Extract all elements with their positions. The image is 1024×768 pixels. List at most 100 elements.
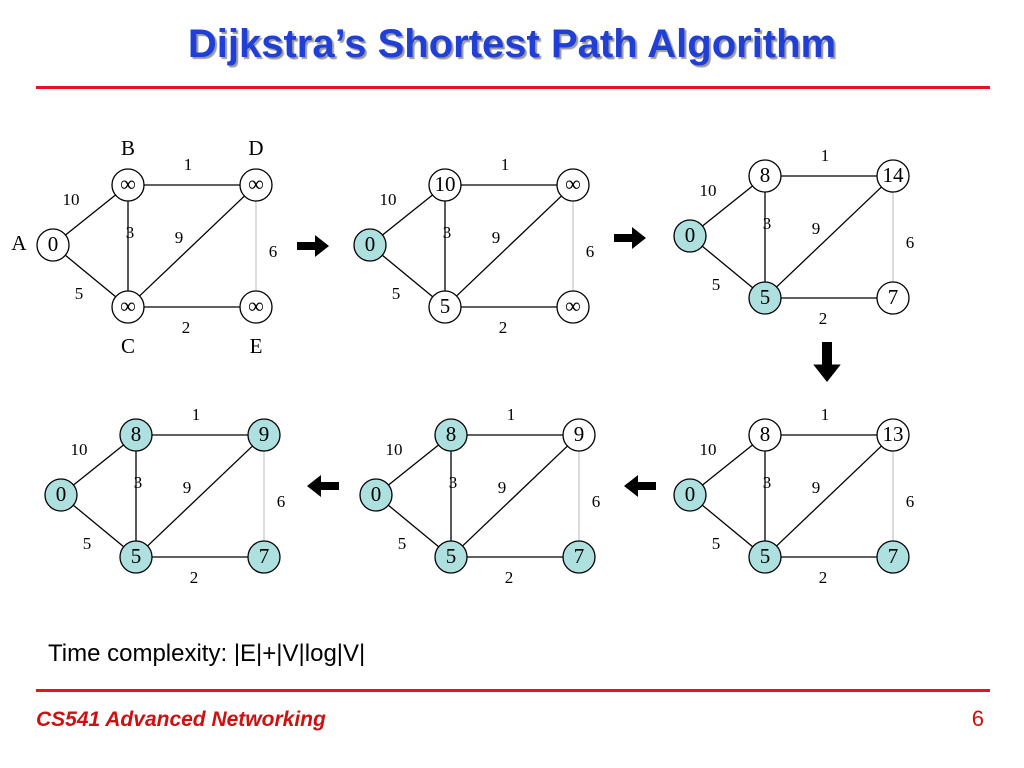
edge-weight-a-c: 5 [83,534,92,553]
edge-weight-c-d: 9 [812,478,821,497]
edge-weight-b-d: 1 [507,405,516,424]
vertex-name-a: A [11,231,27,255]
node-distance-a: 0 [371,482,382,506]
edge-weight-a-c: 5 [712,534,721,553]
edge-weight-b-c: 3 [763,473,772,492]
edge-a-c [72,504,125,548]
edge-weight-a-c: 5 [75,284,84,303]
vertex-name-d: D [248,136,263,160]
edge-weight-c-d: 9 [175,228,184,247]
edge-weight-a-c: 5 [398,534,407,553]
node-e [556,290,590,324]
footer-divider [36,689,990,692]
edge-weight-d-e: 6 [269,242,278,261]
vertex-name-c: C [121,334,135,358]
edge-weight-c-e: 2 [505,568,514,587]
edge-weight-d-e: 6 [277,492,286,511]
node-a-visited [359,478,393,512]
edge-weight-b-d: 1 [192,405,201,424]
node-d [876,418,910,452]
node-distance-a: 0 [685,482,696,506]
edge-a-b [73,444,124,486]
edge-weight-c-d: 9 [812,219,821,238]
step-arrow-down [813,342,841,382]
vertex-name-e: E [250,334,263,358]
edge-weight-b-c: 3 [134,473,143,492]
edge-c-d [462,445,568,547]
node-b [748,418,782,452]
edge-weight-c-e: 2 [819,568,828,587]
edge-weight-d-e: 6 [906,492,915,511]
node-d [556,168,590,202]
edge-weight-a-b: 10 [71,440,88,459]
node-distance-d: ∞ [248,171,264,196]
node-distance-c: ∞ [120,293,136,318]
footer-course-name: CS541 Advanced Networking [36,708,326,731]
node-distance-c: 5 [131,544,142,568]
edge-a-b [702,444,753,486]
node-distance-c: 5 [760,285,771,309]
node-c-visited [748,281,782,315]
edge-c-d [776,445,882,547]
node-distance-d: 9 [259,422,270,446]
node-b-visited [434,418,468,452]
edge-a-b [65,194,116,236]
node-distance-e: 7 [888,544,899,568]
node-b [111,168,145,202]
node-c-visited [748,540,782,574]
edge-c-d [456,195,562,297]
node-b [748,159,782,193]
edge-weight-d-e: 6 [586,242,595,261]
node-distance-b: ∞ [120,171,136,196]
edge-weight-d-e: 6 [592,492,601,511]
node-distance-a: 0 [56,482,67,506]
node-b [428,168,462,202]
title-divider [36,86,990,89]
step-arrow-right [614,227,646,249]
node-e-visited [247,540,281,574]
node-c [111,290,145,324]
edge-c-d [147,445,253,547]
edge-a-c [701,245,754,289]
node-c-visited [434,540,468,574]
edge-a-b [388,444,439,486]
step-arrow-left [307,475,339,497]
edge-weight-b-d: 1 [821,146,830,165]
node-distance-e: 7 [574,544,585,568]
edge-c-d [776,186,882,288]
page-number: 6 [971,706,984,731]
edge-weight-c-e: 2 [499,318,508,337]
node-distance-c: 5 [440,294,451,318]
edge-a-c [381,254,434,298]
node-a-visited [673,219,707,253]
node-a-visited [353,228,387,262]
node-a-visited [44,478,78,512]
node-e [876,281,910,315]
edge-weight-a-b: 10 [700,440,717,459]
node-distance-e: ∞ [248,293,264,318]
step-arrow-right [297,235,329,257]
node-distance-b: 8 [760,163,771,187]
node-distance-e: 7 [888,285,899,309]
node-d [562,418,596,452]
edge-c-d [139,195,245,297]
node-e-visited [876,540,910,574]
node-distance-c: 5 [760,544,771,568]
node-distance-e: ∞ [565,293,581,318]
edge-weight-b-c: 3 [126,223,135,242]
node-b-visited [119,418,153,452]
node-distance-b: 10 [435,172,456,196]
node-d [239,168,273,202]
edge-a-b [382,194,433,236]
edge-weight-b-d: 1 [184,155,193,174]
edge-weight-a-c: 5 [392,284,401,303]
node-distance-a: 0 [685,223,696,247]
node-c [428,290,462,324]
node-a [36,228,70,262]
node-distance-d: ∞ [565,171,581,196]
